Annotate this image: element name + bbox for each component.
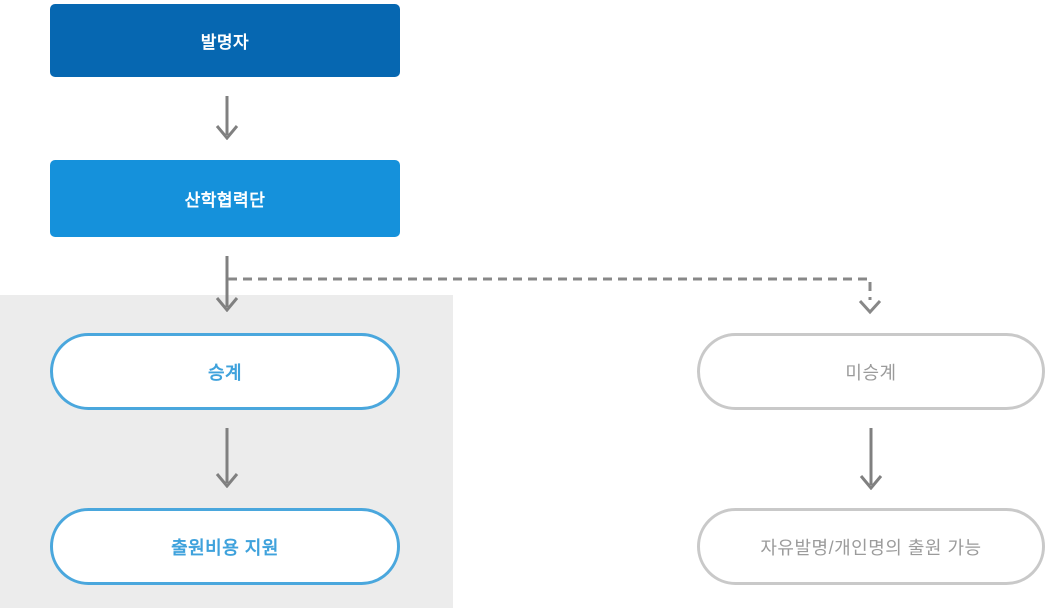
node-succession: 승계 [50, 333, 400, 410]
node-inventor-label: 발명자 [200, 33, 250, 52]
node-free-invention: 자유발명/개인명의 출원 가능 [697, 508, 1045, 585]
node-inventor: 발명자 [50, 4, 400, 77]
dashed-branch-connector [228, 277, 882, 315]
node-cost-support-label: 출원비용 지원 [171, 537, 279, 558]
arrow-down-icon [859, 428, 883, 490]
node-cost-support: 출원비용 지원 [50, 508, 400, 585]
arrow-down-icon [215, 428, 239, 488]
node-foundation: 산학협력단 [50, 160, 400, 237]
arrow-down-icon [215, 96, 239, 140]
node-succession-label: 승계 [207, 362, 243, 383]
node-non-succession-label: 미승계 [845, 362, 897, 383]
node-foundation-label: 산학협력단 [184, 191, 266, 210]
arrow-down-icon [215, 256, 239, 312]
node-non-succession: 미승계 [697, 333, 1045, 410]
node-free-invention-label: 자유발명/개인명의 출원 가능 [760, 537, 982, 558]
